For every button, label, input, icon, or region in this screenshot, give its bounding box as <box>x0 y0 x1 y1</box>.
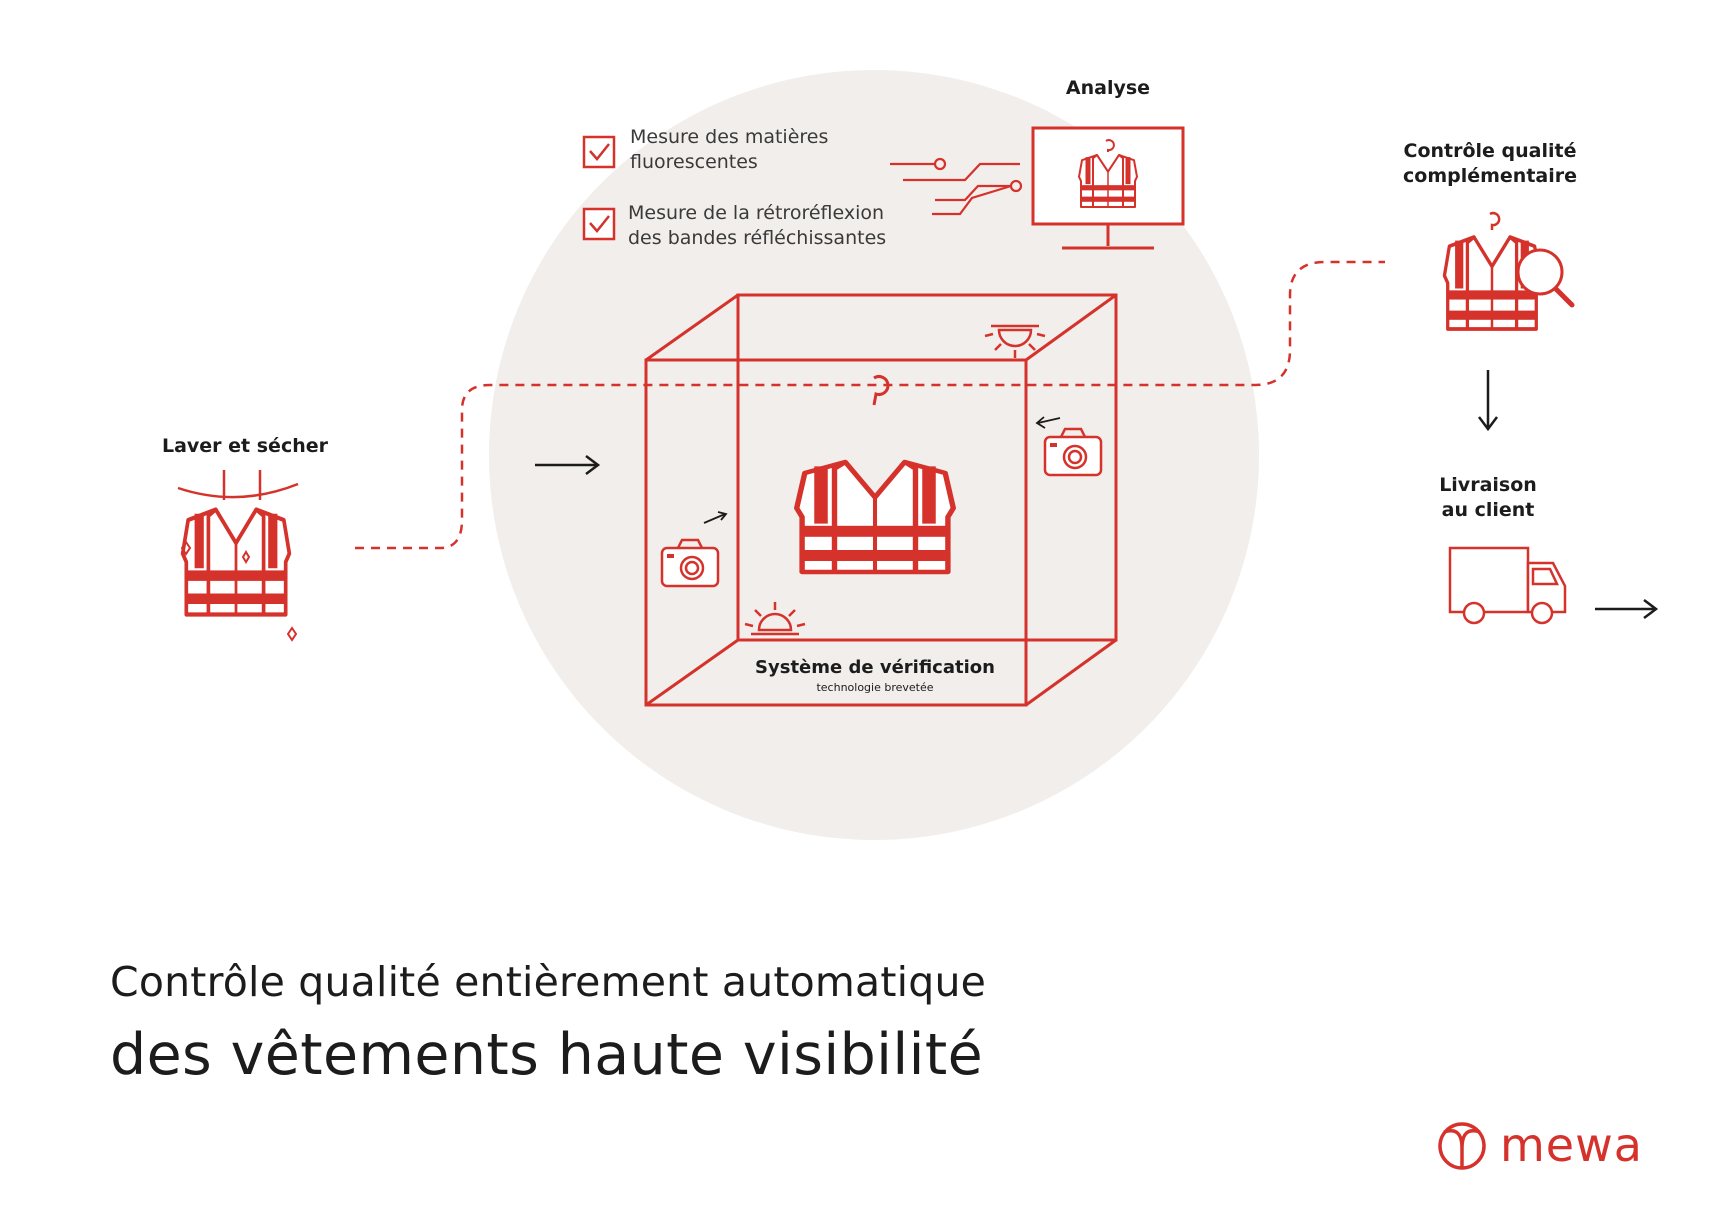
verification-title: Système de vérification <box>755 657 995 678</box>
arrow-down-icon <box>1478 370 1498 432</box>
checklist-item-1-line2: fluorescentes <box>630 151 758 173</box>
headline-line2: des vêtements haute visibilité <box>110 1022 984 1088</box>
verification-subtitle: technologie brevetée <box>816 681 934 694</box>
delivery-label-line1: Livraison <box>1439 474 1537 496</box>
small-arrow-icon <box>703 416 1061 524</box>
monitor-icon <box>1031 126 1185 250</box>
mewa-logo-text: mewa <box>1500 1118 1643 1172</box>
mewa-heart-logo-icon <box>1438 1122 1486 1170</box>
quality-control-label-line2: complémentaire <box>1403 165 1577 187</box>
headline-line1: Contrôle qualité entièrement automatique <box>110 958 987 1006</box>
delivery-label-line2: au client <box>1441 499 1535 521</box>
quality-control-label-line1: Contrôle qualité <box>1403 140 1577 162</box>
background-circle <box>489 70 1259 840</box>
analysis-label: Analyse <box>1065 77 1151 99</box>
magnifier-vest-icon <box>1444 211 1575 329</box>
checklist-item-2-line2: des bandes réfléchissantes <box>628 227 887 249</box>
arrow-right-icon-1 <box>535 455 601 475</box>
process-path <box>355 260 1385 550</box>
wash-step-label: Laver et sécher <box>161 435 328 457</box>
camera-icon-right <box>1043 427 1103 477</box>
camera-icon-left <box>660 538 720 588</box>
checklist-item-2-line1: Mesure de la rétroréflexion <box>628 202 885 224</box>
truck-icon <box>1448 546 1567 625</box>
checklist-item-1-line1: Mesure des matières <box>630 126 829 148</box>
checkbox-icon-2 <box>582 207 616 241</box>
arrow-right-icon-2 <box>1595 599 1659 619</box>
wash-vest-icon <box>178 470 299 642</box>
verification-cube <box>644 293 1118 707</box>
checkbox-icon-1 <box>582 135 616 169</box>
connector-lines <box>890 157 1023 216</box>
vest-in-cube-icon <box>797 375 954 572</box>
